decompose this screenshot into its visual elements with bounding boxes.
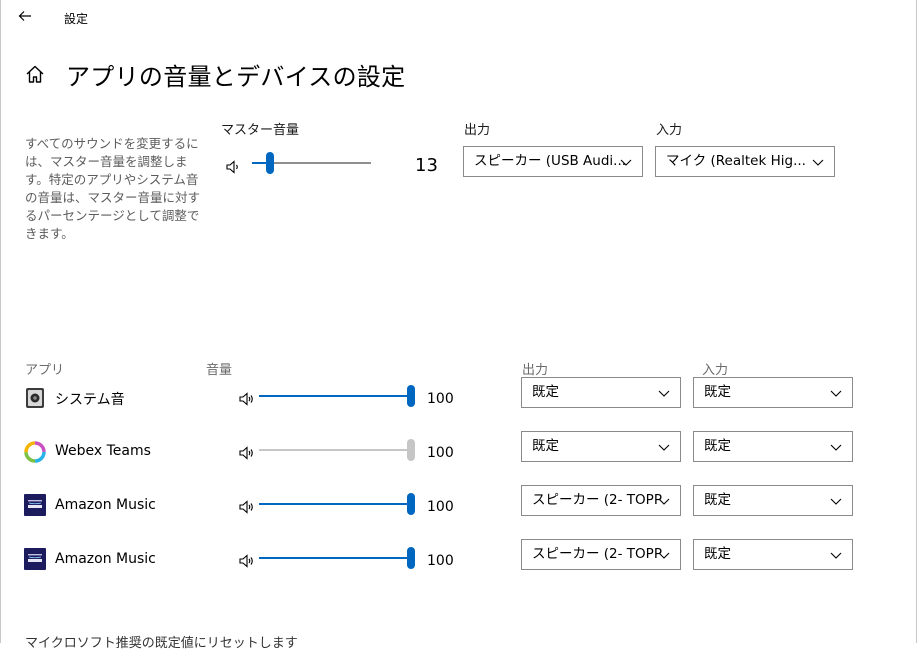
- apps-header-input: 入力: [702, 363, 729, 378]
- app-name: Webex Teams: [55, 443, 151, 459]
- master-slider-thumb[interactable]: [266, 152, 274, 174]
- app-slider-fill: [259, 503, 410, 505]
- master-volume-label: マスター音量: [221, 123, 300, 138]
- app-output-dropdown[interactable]: 既定: [521, 431, 681, 462]
- app-input-value: 既定: [704, 546, 731, 562]
- master-input-value: マイク (Realtek Hig...: [666, 153, 806, 169]
- app-output-value: 既定: [532, 438, 559, 454]
- window-title: 設定: [64, 12, 89, 26]
- master-input-dropdown[interactable]: マイク (Realtek Hig...: [655, 146, 835, 177]
- back-arrow-icon[interactable]: [17, 8, 33, 24]
- app-input-value: 既定: [704, 384, 731, 400]
- speaker-icon[interactable]: [238, 391, 256, 407]
- app-slider-thumb[interactable]: [407, 385, 415, 407]
- app-slider-fill: [259, 557, 410, 559]
- app-name: システム音: [55, 392, 125, 408]
- app-output-dropdown[interactable]: スピーカー (2- TOPP: [521, 485, 681, 516]
- master-slider-track: [269, 162, 371, 164]
- app-input-dropdown[interactable]: 既定: [693, 539, 853, 570]
- master-output-label: 出力: [464, 123, 491, 138]
- apps-header-app: アプリ: [25, 363, 65, 378]
- chevron-down-icon: [830, 444, 842, 451]
- page-title: アプリの音量とデバイスの設定: [66, 63, 406, 91]
- app-slider-thumb[interactable]: [407, 439, 415, 461]
- app-output-value: 既定: [532, 384, 559, 400]
- chevron-down-icon: [620, 159, 632, 166]
- app-slider-thumb[interactable]: [407, 493, 415, 515]
- apps-header-output: 出力: [522, 363, 549, 378]
- app-volume-value: 100: [427, 391, 454, 407]
- webex-icon: [24, 441, 46, 463]
- master-output-dropdown[interactable]: スピーカー (USB Audi...: [463, 146, 643, 177]
- amazon-music-icon: [24, 494, 46, 516]
- chevron-down-icon: [658, 390, 670, 397]
- apps-header-volume: 音量: [206, 363, 233, 378]
- speaker-icon[interactable]: [225, 159, 243, 175]
- speaker-icon[interactable]: [238, 553, 256, 569]
- chevron-down-icon: [830, 552, 842, 559]
- master-output-value: スピーカー (USB Audi...: [474, 153, 627, 169]
- app-input-dropdown[interactable]: 既定: [693, 377, 853, 408]
- master-slider-fill: [252, 162, 269, 164]
- chevron-down-icon: [658, 552, 670, 559]
- app-output-value: スピーカー (2- TOPP: [532, 492, 662, 508]
- master-volume-value: 13: [415, 155, 438, 176]
- app-slider-fill: [259, 449, 410, 451]
- speaker-icon[interactable]: [238, 445, 256, 461]
- description-text: すべてのサウンドを変更するには、マスター音量を調整します。特定のアプリやシステム…: [25, 136, 201, 241]
- app-volume-value: 100: [427, 445, 454, 461]
- app-name: Amazon Music: [55, 551, 156, 567]
- app-name: Amazon Music: [55, 497, 156, 513]
- system-sounds-icon: [26, 388, 44, 408]
- chevron-down-icon: [830, 498, 842, 505]
- app-input-value: 既定: [704, 438, 731, 454]
- app-input-value: 既定: [704, 492, 731, 508]
- app-input-dropdown[interactable]: 既定: [693, 431, 853, 462]
- app-slider-fill: [259, 395, 410, 397]
- window-left-edge: [0, 0, 1, 643]
- app-output-value: スピーカー (2- TOPP: [532, 546, 662, 562]
- home-icon[interactable]: [24, 63, 46, 85]
- chevron-down-icon: [658, 498, 670, 505]
- app-volume-value: 100: [427, 499, 454, 515]
- reset-text[interactable]: マイクロソフト推奨の既定値にリセットします: [25, 636, 298, 651]
- app-output-dropdown[interactable]: 既定: [521, 377, 681, 408]
- app-volume-value: 100: [427, 553, 454, 569]
- app-output-dropdown[interactable]: スピーカー (2- TOPP: [521, 539, 681, 570]
- app-slider-thumb[interactable]: [407, 547, 415, 569]
- chevron-down-icon: [830, 390, 842, 397]
- speaker-icon[interactable]: [238, 499, 256, 515]
- master-input-label: 入力: [656, 123, 683, 138]
- app-input-dropdown[interactable]: 既定: [693, 485, 853, 516]
- chevron-down-icon: [812, 159, 824, 166]
- chevron-down-icon: [658, 444, 670, 451]
- amazon-music-icon: [24, 548, 46, 570]
